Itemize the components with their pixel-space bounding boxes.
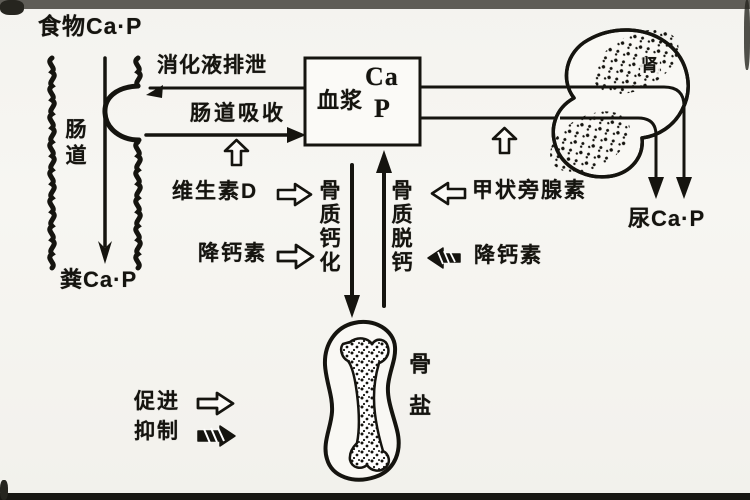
arrowhead-feces xyxy=(98,241,112,264)
label-bone-decalcification: 骨质脱钙 xyxy=(389,179,413,275)
kidney-shape xyxy=(550,28,690,179)
label-plasma-ca: Ca xyxy=(365,62,399,91)
arrowhead-urine-1 xyxy=(648,177,664,199)
arrowhead-urine-2 xyxy=(676,177,692,199)
label-bone-salt: 骨盐 xyxy=(406,352,432,436)
label-plasma: 血浆 xyxy=(317,88,364,113)
arrowhead-calcification-down xyxy=(344,295,360,318)
promote-arrow-pth xyxy=(429,180,467,207)
promote-arrow-calcitonin xyxy=(276,242,316,271)
label-calcitonin-left: 降钙素 xyxy=(198,242,267,265)
arrowhead-excretion-left xyxy=(146,85,163,98)
label-vitamin-d: 维生素D xyxy=(172,180,259,203)
label-intestinal-absorption: 肠道吸收 xyxy=(190,102,286,125)
promote-arrow-vitamin-d xyxy=(276,181,314,208)
label-bone-calcification: 骨质钙化 xyxy=(317,179,341,275)
scan-smudge-bottomleft xyxy=(0,480,8,500)
legend-inhibit-arrow xyxy=(196,423,238,449)
inhibit-arrow-calcitonin xyxy=(426,246,462,270)
scan-top-bar xyxy=(0,0,750,9)
legend-promote-arrow xyxy=(196,390,236,417)
label-kidney: 肾 xyxy=(640,56,660,75)
label-calcitonin-right: 降钙素 xyxy=(474,244,543,267)
label-intestine: 肠道 xyxy=(63,118,87,170)
label-plasma-p: P xyxy=(374,94,391,123)
intestine-bulge xyxy=(102,83,142,143)
label-digestive-excretion: 消化液排泄 xyxy=(157,54,267,77)
scan-smudge-topright xyxy=(744,0,750,70)
label-parathyroid-hormone: 甲状旁腺素 xyxy=(472,179,587,202)
intestine-wall-right-top xyxy=(133,55,143,89)
label-food-cap: 食物Ca·P xyxy=(38,13,143,39)
intestine-wall-left xyxy=(47,55,57,271)
label-legend-inhibit: 抑制 xyxy=(134,420,180,443)
bone-shape xyxy=(322,319,401,482)
label-legend-promote: 促进 xyxy=(134,390,180,413)
plasma-box xyxy=(303,56,422,147)
promote-arrow-up-kidney xyxy=(491,126,518,155)
arrowhead-absorption-right xyxy=(287,127,306,143)
intestine-wall-right-bottom xyxy=(133,139,143,271)
arrowhead-decalcification-up xyxy=(376,150,392,173)
label-feces-cap: 粪Ca·P xyxy=(60,267,138,292)
scan-smudge-topleft xyxy=(0,0,24,15)
scan-bottom-bar xyxy=(0,493,750,500)
promote-arrow-up-absorption xyxy=(223,138,250,167)
label-urine-cap: 尿Ca·P xyxy=(628,206,706,231)
